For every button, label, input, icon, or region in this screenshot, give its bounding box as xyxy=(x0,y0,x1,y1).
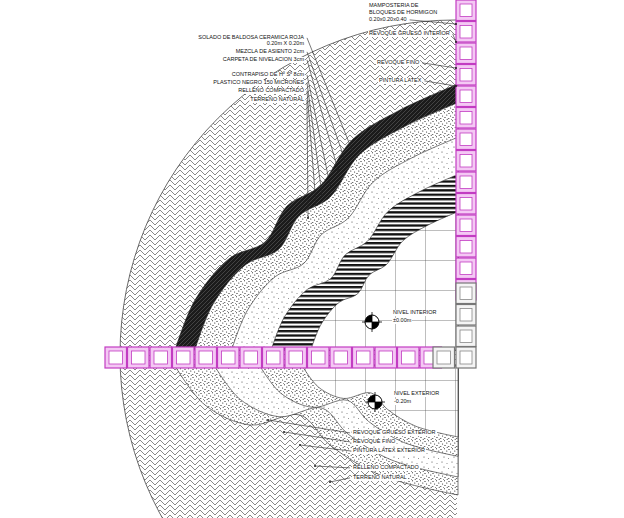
concrete-block xyxy=(308,347,330,368)
concrete-block xyxy=(285,347,307,368)
leader-dot xyxy=(337,169,339,171)
concrete-block xyxy=(195,347,217,368)
leader-dot xyxy=(329,481,331,483)
level-symbol xyxy=(362,312,382,332)
annotation-label: REVOQUE FINO xyxy=(376,60,420,66)
leader-dot xyxy=(351,149,353,151)
annotation-label: 0.20x0.20x0.40 xyxy=(368,17,408,23)
leader-line xyxy=(330,478,350,482)
floor-layer xyxy=(311,212,458,350)
concrete-block xyxy=(456,347,476,368)
concrete-block xyxy=(456,237,476,258)
concrete-block xyxy=(150,347,172,368)
leader-dot xyxy=(329,184,331,186)
leader-line xyxy=(307,91,316,205)
concrete-block xyxy=(456,305,476,326)
concrete-block xyxy=(456,172,476,193)
annotation-label: PINTURA LATEX EXTERIOR xyxy=(352,448,426,454)
leader-line xyxy=(453,34,456,42)
leader-dot xyxy=(307,217,309,219)
annotation-label: REVOQUE GRUESO EXTERIOR xyxy=(352,430,437,436)
annotation-label: NIVEL EXTERIOR xyxy=(393,391,440,397)
concrete-block xyxy=(456,326,476,347)
concrete-block xyxy=(173,347,195,368)
annotation-label: PLASTICO NEGRO 150 MICRONES xyxy=(212,80,305,86)
annotation-label: TERRENO NATURAL xyxy=(352,475,408,481)
leader-line xyxy=(422,63,456,68)
concrete-block xyxy=(456,65,476,86)
ground-layer xyxy=(260,366,458,456)
leader-line xyxy=(410,20,456,24)
concrete-block xyxy=(456,151,476,172)
annotation-label: NIVEL INTERIOR xyxy=(392,310,438,316)
concrete-block xyxy=(456,0,476,21)
concrete-block xyxy=(456,108,476,129)
leader-line xyxy=(307,100,308,218)
leader-dot xyxy=(455,23,457,25)
leader-line xyxy=(300,445,350,451)
annotation-label: BLOQUES DE HORMIGON xyxy=(368,10,438,16)
concrete-block xyxy=(456,129,476,150)
annotation-label: ±0.00m xyxy=(392,318,412,324)
annotation-label: 0.20m X 0.20m xyxy=(266,41,305,47)
annotation-label: REVOQUE FINO xyxy=(352,439,396,445)
concrete-block xyxy=(218,347,240,368)
concrete-block xyxy=(433,347,455,368)
floor-layer xyxy=(232,137,458,350)
leader-dot xyxy=(455,41,457,43)
concrete-block xyxy=(398,347,420,368)
annotation-label: CONTRAPISO DE Hº Sº 8cm xyxy=(231,72,305,78)
annotation-label: PINTURA LATEX xyxy=(378,78,422,84)
leader-dot xyxy=(315,204,317,206)
ground-layer xyxy=(175,366,458,495)
leader-dot xyxy=(321,194,323,196)
leader-line xyxy=(307,52,345,160)
leader-dot xyxy=(314,465,316,467)
floor-layer xyxy=(175,84,458,350)
leader-dot xyxy=(267,419,269,421)
leader-dot xyxy=(455,85,457,87)
concrete-block xyxy=(456,258,476,279)
leader-dot xyxy=(283,431,285,433)
leader-dot xyxy=(299,444,301,446)
level-symbol xyxy=(365,392,385,412)
leader-line xyxy=(268,420,350,433)
concrete-block xyxy=(263,347,285,368)
floor-layer xyxy=(195,103,458,350)
concrete-block xyxy=(456,22,476,43)
concrete-block xyxy=(456,283,476,304)
concrete-block xyxy=(128,347,150,368)
leader-line xyxy=(284,432,350,442)
annotation-label: CARPETA DE NIVELACION 3cm xyxy=(222,57,305,63)
leader-dot xyxy=(455,67,457,69)
annotation-label: MEZCLA DE ASIENTO 2cm xyxy=(235,49,305,55)
leader-line xyxy=(424,81,456,86)
annotation-label: -0.20m xyxy=(393,399,412,405)
concrete-block xyxy=(353,347,375,368)
leader-dot xyxy=(344,159,346,161)
annotation-label: SOLADO DE BALDOSA CERAMICA ROJA xyxy=(197,35,305,41)
concrete-block xyxy=(456,86,476,107)
concrete-block xyxy=(456,215,476,236)
leader-line xyxy=(315,466,350,468)
floor-layer xyxy=(271,174,458,350)
concrete-block xyxy=(240,347,262,368)
concrete-block xyxy=(456,43,476,64)
ground-layer xyxy=(302,366,458,437)
concrete-block xyxy=(105,347,127,368)
concrete-block xyxy=(375,347,397,368)
ground-layer xyxy=(215,366,458,477)
concrete-block xyxy=(456,194,476,215)
annotation-label: TERRENO NATURAL xyxy=(249,97,305,103)
annotation-label: RELLENO COMPACTADO xyxy=(237,88,305,94)
leader-line xyxy=(307,83,322,195)
concrete-block xyxy=(330,347,352,368)
annotation-label: RELLENO COMPACTADO xyxy=(352,465,420,471)
annotation-label: REVOQUE GRUESO INTERIOR xyxy=(368,31,451,37)
annotation-label: MAMPOSTERIA DE xyxy=(368,3,420,9)
